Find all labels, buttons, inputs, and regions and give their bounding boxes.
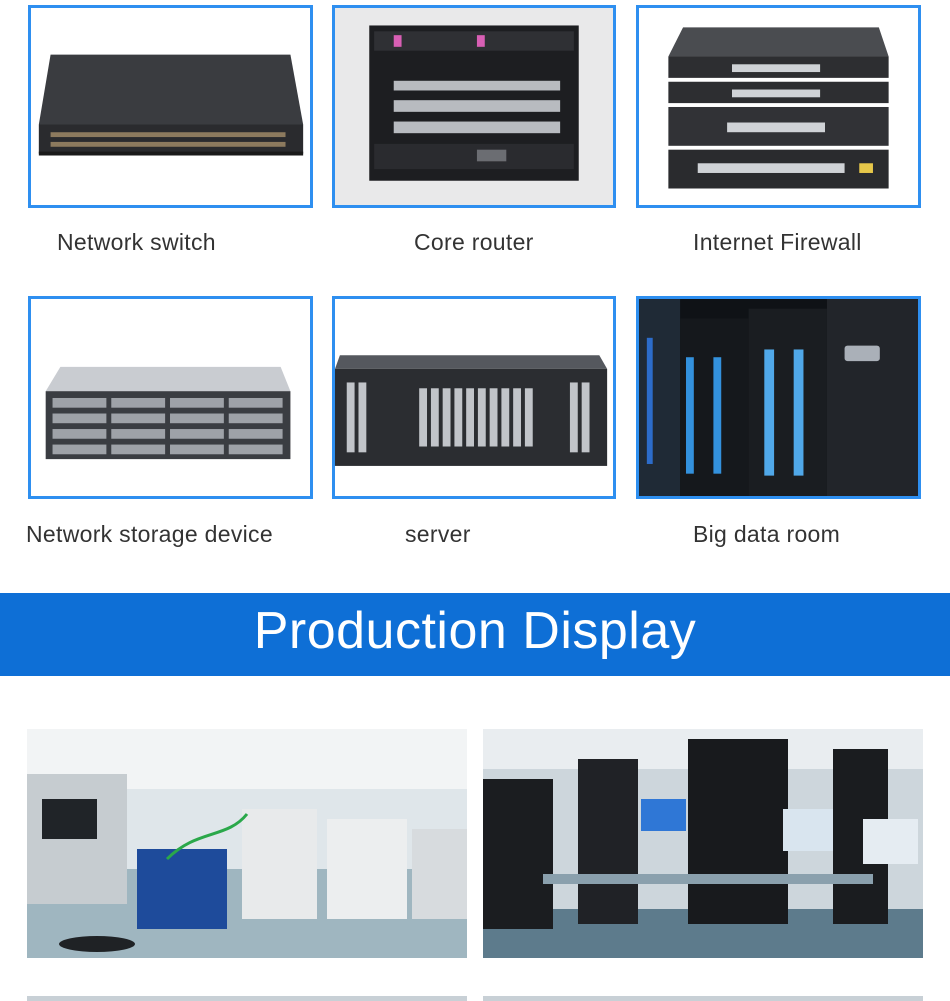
network-switch-image <box>31 8 310 205</box>
production-photo-racks <box>483 729 923 958</box>
production-photo-partial-right <box>483 996 923 1001</box>
product-label-network-storage: Network storage device <box>26 521 273 547</box>
product-label-core-router: Core router <box>414 229 534 255</box>
product-card-big-data-room[interactable] <box>636 296 921 499</box>
section-title: Production Display <box>253 602 697 660</box>
core-router-image <box>335 8 613 205</box>
production-photo-lab <box>27 729 467 958</box>
product-card-network-storage[interactable] <box>28 296 313 499</box>
data-room-image <box>639 299 918 496</box>
server-image <box>335 299 613 496</box>
production-racks-image <box>483 729 923 958</box>
product-label-internet-firewall: Internet Firewall <box>693 229 862 255</box>
product-label-big-data-room: Big data room <box>693 521 841 547</box>
product-card-network-switch[interactable] <box>28 5 313 208</box>
product-label-network-switch: Network switch <box>57 229 216 255</box>
product-card-server[interactable] <box>332 296 616 499</box>
product-label-server: server <box>405 521 471 547</box>
production-lab-image <box>27 729 467 958</box>
firewall-image <box>639 8 918 205</box>
product-card-core-router[interactable] <box>332 5 616 208</box>
product-card-internet-firewall[interactable] <box>636 5 921 208</box>
production-photo-partial-left <box>27 996 467 1001</box>
storage-device-image <box>31 299 310 496</box>
section-banner: Production Display <box>0 593 950 676</box>
